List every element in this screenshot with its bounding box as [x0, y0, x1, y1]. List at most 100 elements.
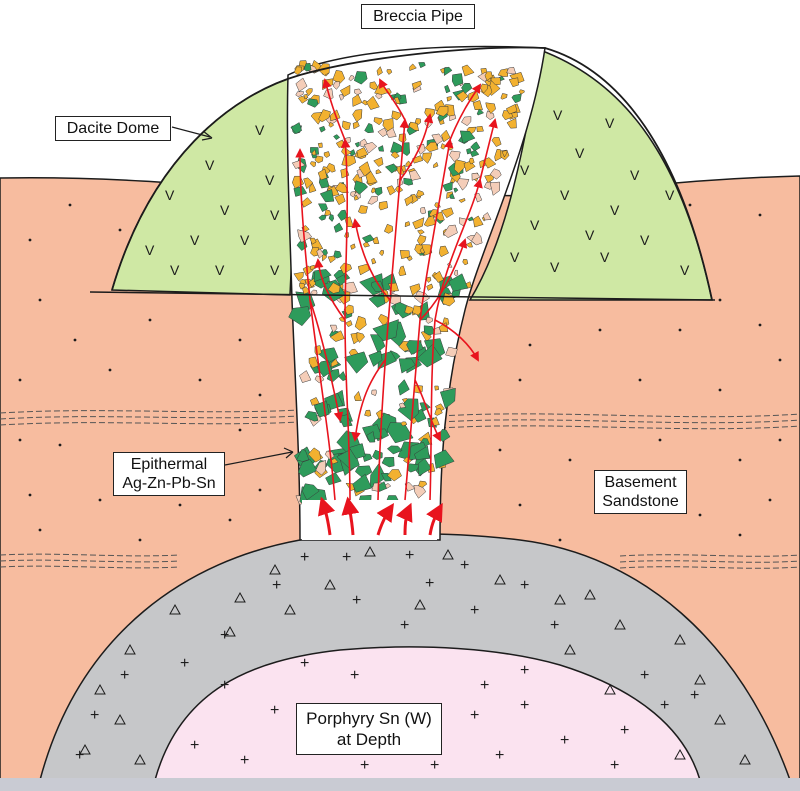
granite-plus-symbol: + [520, 662, 529, 679]
sand-dot [778, 438, 782, 442]
breccia-clast [461, 116, 472, 127]
breccia-clast [337, 209, 348, 222]
granite-plus-symbol: + [660, 697, 669, 714]
fluid-vein [419, 238, 468, 321]
granite-plus-symbol: + [550, 617, 559, 634]
shell-triangle [134, 753, 146, 765]
granite-plus-symbol: + [220, 627, 229, 644]
shell-triangle [269, 563, 281, 575]
breccia-clast [412, 155, 424, 164]
dacite-v-symbol: V [215, 262, 225, 278]
breccia-clast [467, 216, 474, 222]
breccia-clast [339, 84, 351, 97]
sand-dot [768, 498, 772, 502]
shell-triangle [494, 573, 506, 585]
breccia-clast [299, 282, 306, 290]
breccia-clast [444, 84, 451, 94]
sand-dot [138, 538, 142, 542]
shell-triangle [169, 603, 181, 615]
dacite-v-symbol: V [510, 249, 520, 265]
breccia-clast [317, 168, 328, 181]
sand-dot [58, 443, 62, 447]
breccia-clast [471, 231, 483, 246]
breccia-clast [453, 269, 459, 277]
granite-plus-symbol: + [560, 732, 569, 749]
breccia-clast [336, 274, 347, 286]
breccia-clast [414, 118, 421, 125]
breccia-clast [480, 83, 489, 94]
dacite-v-symbol: V [145, 242, 155, 258]
granite-plus-symbol: + [520, 697, 529, 714]
shell-triangle [584, 588, 596, 600]
breccia-clast [317, 203, 328, 213]
breccia-clast [433, 161, 439, 169]
granite-plus-symbol: + [360, 757, 369, 774]
shell-triangle [124, 643, 136, 655]
shell-triangle [694, 673, 706, 685]
breccia-clast [385, 127, 397, 138]
fluid-arrows [318, 496, 443, 536]
granite-plus-symbol: + [405, 547, 414, 564]
breccia-clast [408, 169, 422, 181]
sand-dot [108, 368, 112, 372]
fluid-vein [351, 218, 391, 301]
dacite-leader-head [201, 130, 213, 141]
breccia-clast [408, 121, 420, 132]
breccia-clast [435, 106, 449, 117]
breccia-clast [483, 212, 492, 221]
breccia-clast [353, 390, 362, 401]
dacite-v-symbol: V [600, 249, 610, 265]
breccia-clast [416, 143, 426, 155]
breccia-clast [304, 411, 319, 422]
breccia-clast [299, 370, 312, 383]
breccia-clast [412, 217, 425, 230]
dome-outline [111, 46, 713, 301]
sand-dot [518, 378, 522, 382]
breccia-clast [376, 65, 383, 76]
fluid-vein [313, 258, 346, 321]
dacite-v-symbol: V [550, 259, 560, 275]
sand-dot [528, 343, 532, 347]
breccia-clast [505, 103, 518, 115]
fluid-vein [399, 113, 434, 181]
breccia-clast [334, 193, 346, 206]
epithermal-label: Epithermal Ag-Zn-Pb-Sn [113, 452, 225, 496]
breccia-clast [307, 98, 319, 108]
breccia-clast [448, 273, 469, 292]
granite-plus-symbol: + [620, 722, 629, 739]
shell-triangle [614, 618, 626, 630]
breccia-clast [368, 350, 383, 367]
breccia-clast [489, 168, 502, 180]
pipe-throat [302, 500, 437, 540]
sand-dot [758, 323, 762, 327]
breccia-clast [350, 243, 356, 250]
breccia-clast [443, 66, 453, 77]
breccia-clast [404, 482, 416, 492]
breccia-clast [416, 189, 425, 198]
breccia-clast [374, 186, 383, 196]
breccia-clast [367, 195, 378, 205]
breccia-clast [398, 379, 410, 396]
sand-dot [238, 338, 242, 342]
sand-dot [148, 318, 152, 322]
breccia-clast [333, 250, 342, 259]
breccia-clast [303, 63, 312, 72]
breccia-clast [381, 457, 395, 468]
breccia-clast [352, 121, 360, 130]
sand-dot [198, 378, 202, 382]
breccia-clast [313, 269, 332, 283]
breccia-clast [315, 460, 327, 476]
breccia-clast [426, 283, 434, 291]
sand-dot [658, 438, 662, 442]
shell-triangle [674, 633, 686, 645]
shell-triangle [324, 578, 336, 590]
breccia-clast [461, 82, 473, 94]
shell-triangle [94, 683, 106, 695]
breccia-clast [310, 246, 319, 257]
breccia-clast [472, 100, 483, 111]
breccia-clast [446, 96, 452, 102]
breccia-clast [439, 387, 456, 409]
sand-dot [598, 328, 602, 332]
breccia-clast [404, 305, 416, 315]
granite-plus-symbols: +++++++++++++++++++++++++++++++++++ [75, 547, 699, 774]
